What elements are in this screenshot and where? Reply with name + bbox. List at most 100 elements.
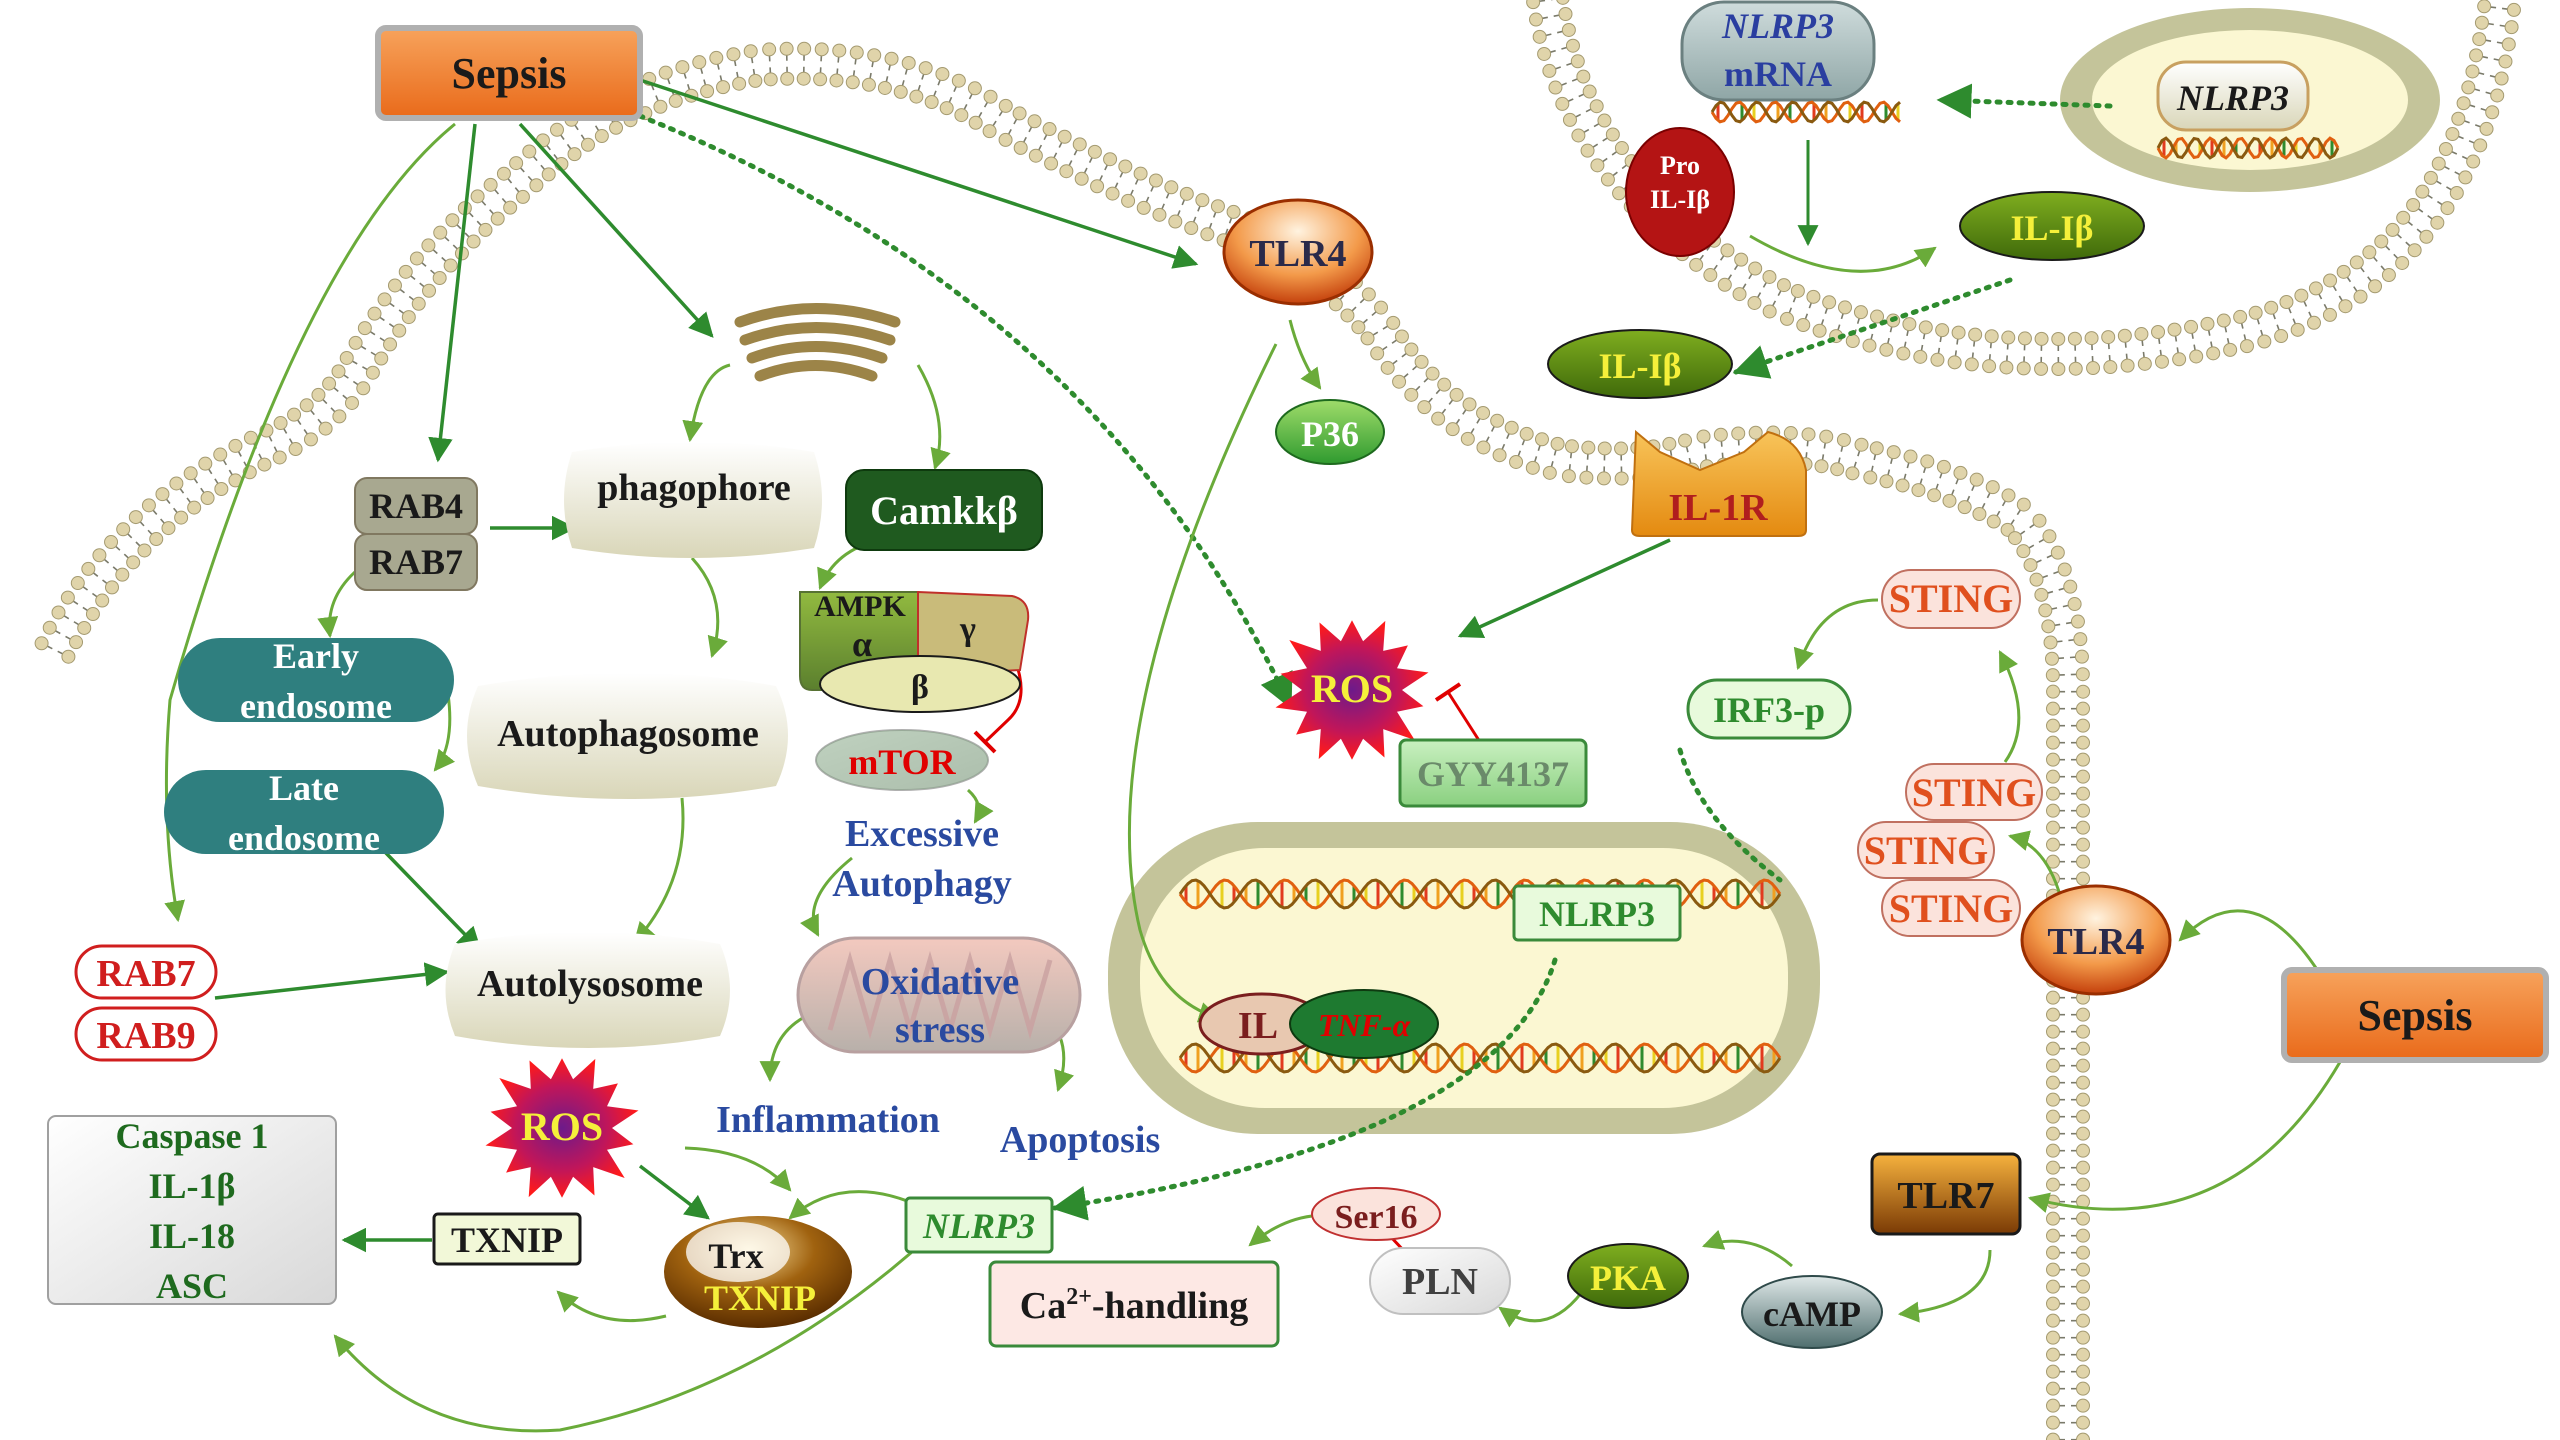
early-endosome-label-1: Early [273,636,359,676]
golgi-icon [734,303,901,382]
gene-strand-icon [2156,136,2340,160]
irf3p-node: IRF3-p [1686,678,1852,740]
il-node: IL [1198,992,1326,1056]
il1b-upper-node: IL-Iβ [1959,191,2145,261]
rab7-node-top: RAB7 [354,533,478,591]
nucleus-inner [1140,848,1788,1108]
gyy4137-label: GYY4137 [1417,754,1569,794]
il1b-lower-label: IL-Iβ [1599,346,1682,386]
sting-top-label: STING [1889,576,2014,621]
pathway-arrows [164,78,2342,1433]
il1r-label: IL-1R [1668,487,1768,529]
nlrp3-mrna-name: NLRP3 [1721,6,1834,46]
early-endosome-label-2: endosome [240,686,392,726]
il-label: IL [1238,1005,1278,1047]
ros-left-label: ROS [521,1104,603,1149]
il1b-lower-node: IL-Iβ [1547,329,1733,399]
rab4-label: RAB4 [369,486,463,526]
p36-node: P36 [1275,399,1385,465]
inflammation-label: Inflammation [716,1099,940,1141]
nlrp3-mrna-node: NLRP3 mRNA [1680,0,1876,102]
caspase-box: Caspase 1 IL-1β IL-18 ASC [47,1115,337,1306]
late-endosome-node: Late endosome [164,768,444,858]
ampk-gamma-label: γ [959,611,976,648]
rab7-red-label: RAB7 [96,953,195,995]
ser16-label: Ser16 [1334,1199,1417,1236]
sting-1-label: STING [1912,770,2037,815]
ca-handling-node: Ca2+-handling [988,1260,1280,1348]
sting-3-label: STING [1889,886,2014,931]
tlr4-receptor-top: TLR4 [1222,198,1374,306]
pln-node: PLN [1369,1247,1511,1315]
il1r-receptor: IL-1R [1630,429,1807,537]
apoptosis-label: Apoptosis [1000,1119,1161,1161]
nlrp3-nucleus-label: NLRP3 [1539,894,1655,934]
camp-node: cAMP [1741,1275,1883,1349]
sepsis-top-label: Sepsis [452,49,567,98]
ros-burst-center: ROS [1275,620,1429,760]
excessive-autophagy-label-1: Excessive [845,813,999,855]
sepsis-node-top: Sepsis [375,25,643,121]
ampk-complex: AMPK α γ β [799,590,1030,713]
oxidative-stress-label-1: Oxidative [861,961,1019,1003]
autophagosome-label: Autophagosome [497,713,759,755]
phagophore-label: phagophore [597,467,791,509]
oxidative-stress-label-2: stress [895,1009,985,1051]
ros-burst-left: ROS [485,1058,639,1198]
mitochondrion-icon: Oxidative stress [796,936,1082,1054]
mrna-strand-icon [1710,100,1901,124]
ca-handling-ion: Ca [1020,1285,1066,1327]
pka-node: PKA [1567,1243,1689,1309]
cell-membrane [34,0,2521,1440]
ser16-node: Ser16 [1311,1187,1441,1241]
tlr7-label: TLR7 [1897,1175,1994,1217]
pro-il1b-label-2: IL-Iβ [1650,185,1710,214]
trx-txnip-label: TXNIP [704,1278,816,1318]
late-endosome-label-1: Late [269,768,339,808]
ca-handling-label: Ca2+-handling [1020,1284,1248,1327]
tlr4-receptor-right: TLR4 [2020,884,2172,996]
irf3p-label: IRF3-p [1713,690,1825,730]
sepsis-right-label: Sepsis [2358,991,2473,1040]
phagophore-node: phagophore [564,442,822,558]
autolysosome-node: Autolysosome [445,932,730,1048]
rab7-top-label: RAB7 [369,542,463,582]
camkkb-node: Camkkβ [845,469,1043,551]
nlrp3-mrna-label: mRNA [1724,54,1832,94]
rab9-red-label: RAB9 [96,1015,195,1057]
sting-node-top: STING [1881,569,2021,629]
sting-node-2: STING [1857,821,1995,879]
sepsis-node-right: Sepsis [2281,967,2549,1063]
rab7-node-red: RAB7 [74,944,218,1000]
txnip-label: TXNIP [451,1220,563,1260]
camp-label: cAMP [1763,1294,1861,1334]
trx-label: Trx [708,1236,763,1276]
pro-il1b-node: Pro IL-Iβ [1625,127,1735,257]
ampk-alpha-label: α [852,624,872,664]
nlrp3-gene-label: NLRP3 [2176,78,2289,118]
tnfa-label: TNF-α [1318,1007,1412,1043]
pro-il1b-label-1: Pro [1660,151,1700,180]
pln-label: PLN [1402,1261,1478,1303]
ampk-beta-label: β [911,669,929,706]
asc-label: ASC [156,1266,228,1306]
trx-txnip-node: Trx TXNIP [664,1216,852,1328]
nlrp3-nucleus-node: NLRP3 [1512,884,1682,942]
tnfa-node: TNF-α [1289,989,1439,1059]
camkkb-label: Camkkβ [870,488,1018,533]
il-1b-label: IL-1β [149,1166,236,1206]
sting-2-label: STING [1864,828,1989,873]
autophagosome-node: Autophagosome [467,673,788,799]
autolysosome-label: Autolysosome [477,963,703,1005]
pka-label: PKA [1590,1258,1666,1298]
tlr4-top-label: TLR4 [1249,233,1346,275]
sting-node-3: STING [1881,879,2021,937]
nlrp3-lower-node: NLRP3 [904,1196,1054,1254]
early-endosome-node: Early endosome [178,636,454,726]
mtor-label: mTOR [848,742,956,782]
ampk-label: AMPK [814,590,906,623]
ros-center-label: ROS [1311,666,1393,711]
sting-node-1: STING [1905,763,2043,821]
il-18-label: IL-18 [149,1216,235,1256]
